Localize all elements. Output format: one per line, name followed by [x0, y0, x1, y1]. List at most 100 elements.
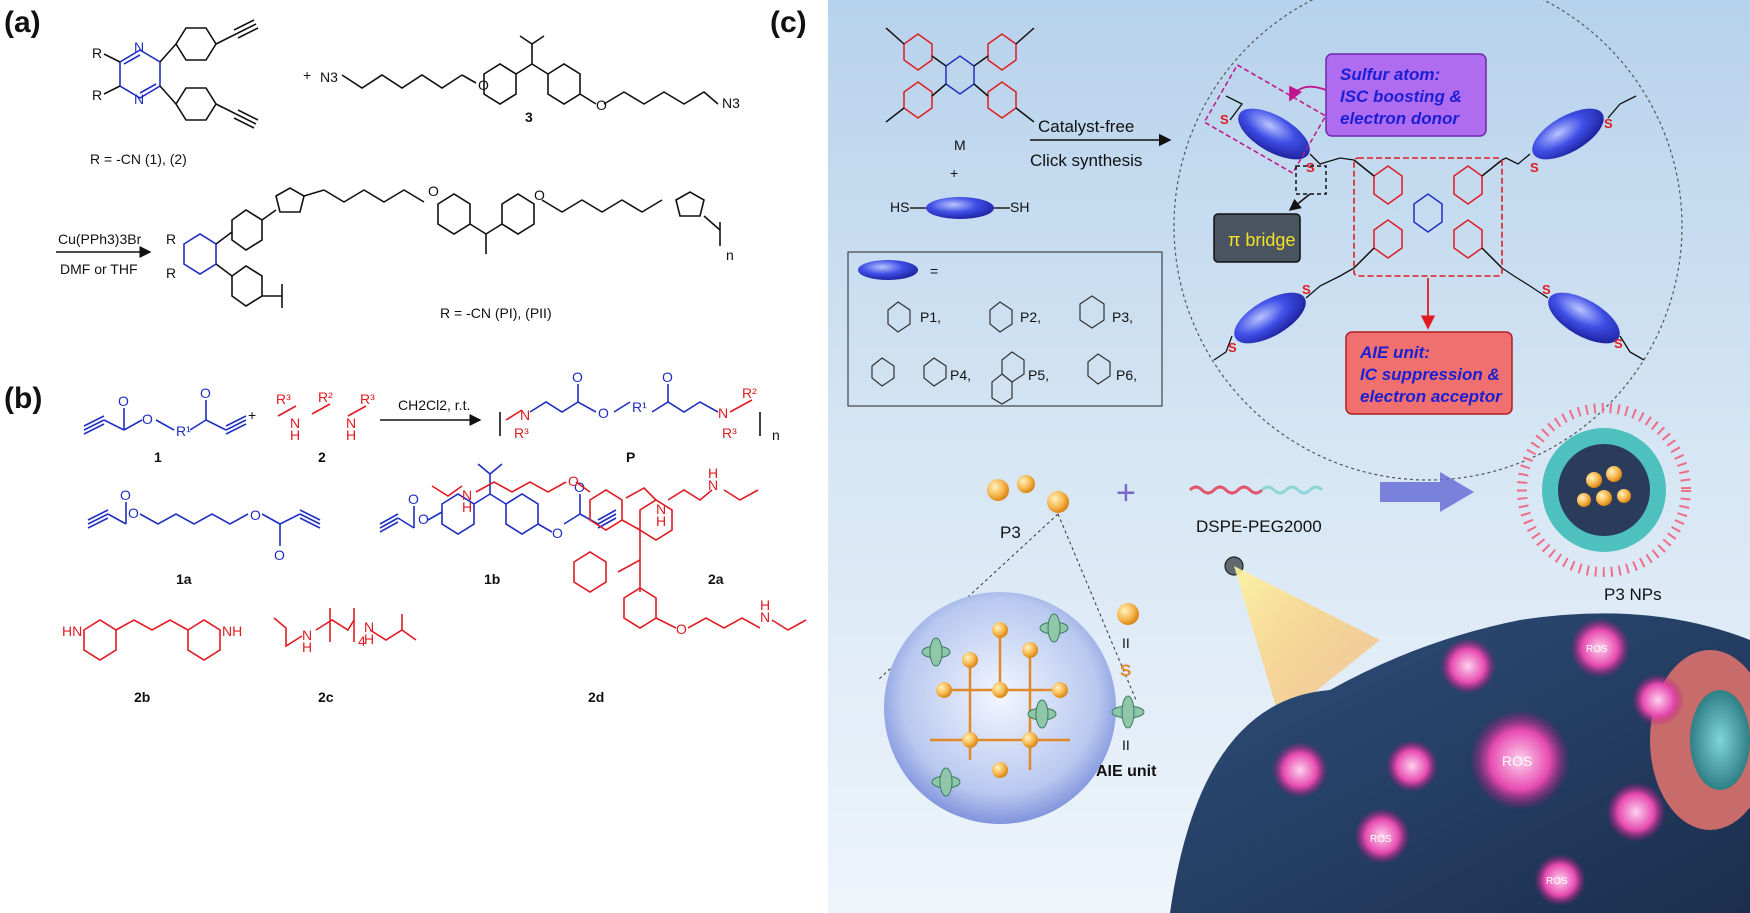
svg-text:N: N [290, 415, 300, 431]
p3-nanoparticle [1517, 403, 1691, 577]
svg-text:S: S [1614, 336, 1623, 351]
svg-text:O: O [418, 511, 429, 527]
svg-text:O: O [142, 411, 153, 427]
legend-box [847, 251, 1163, 407]
svg-text:N: N [520, 407, 530, 423]
key-sphere [1117, 603, 1139, 625]
svg-text:S: S [1220, 112, 1229, 127]
diyne-1-structure [83, 400, 247, 435]
svg-text:S: S [1302, 282, 1311, 297]
solvent-label: DMF or THF [60, 261, 138, 277]
monomer-1-2-structure [103, 19, 259, 129]
compound-2d-structure [431, 481, 807, 631]
compound-p-label: P [626, 449, 635, 465]
svg-text:SH: SH [1010, 199, 1029, 215]
aie-box-line1: AIE unit: [1359, 343, 1430, 362]
svg-text:O: O [120, 487, 131, 503]
svg-text:N: N [708, 477, 718, 493]
compound-1a-label: 1a [176, 571, 192, 587]
arrow-label-bottom: Click synthesis [1030, 151, 1142, 170]
compound-2a-structure [625, 487, 759, 501]
monomer-m-structure [885, 27, 1035, 123]
svg-text:H: H [708, 465, 718, 481]
dspe-peg-chain [1188, 485, 1324, 495]
legend-p3: P3, [1112, 309, 1133, 325]
ros-label-2: ROS [1370, 834, 1392, 845]
repeat-n-b: n [772, 427, 780, 443]
svg-text:S: S [1542, 282, 1551, 297]
legend-equals: = [930, 263, 938, 279]
svg-text:O: O [118, 393, 129, 409]
ros-label-3: ROS [1546, 876, 1568, 887]
svg-text:S: S [1228, 340, 1237, 355]
legend-p6: P6, [1116, 367, 1137, 383]
svg-text:N: N [302, 627, 312, 643]
catalyst-label: Cu(PPh3)3Br [58, 231, 142, 247]
plus-sign-c: + [950, 165, 958, 181]
svg-text:H: H [656, 513, 666, 529]
plus-sign-a: + [303, 67, 311, 83]
svg-text:HS: HS [890, 199, 909, 215]
svg-text:H: H [290, 427, 300, 443]
p3-label: P3 [1000, 523, 1021, 542]
pi-bridge-label: π bridge [1228, 230, 1295, 250]
svg-text:O: O [598, 405, 609, 421]
svg-text:R¹: R¹ [632, 399, 647, 415]
svg-text:O: O [428, 183, 439, 199]
key-equals-2: II [1122, 737, 1130, 753]
svg-text:O: O [596, 97, 607, 113]
diamine-2-structure [277, 403, 367, 417]
polymer-pi-pii-structure [183, 187, 721, 308]
aie-units [921, 613, 1069, 797]
svg-text:R¹: R¹ [176, 423, 191, 439]
compound-2c-structure [273, 608, 417, 648]
p3-spheres [987, 475, 1069, 513]
plus-sign-b: + [248, 407, 256, 423]
legend-p2: P2, [1020, 309, 1041, 325]
sulfur-box-line2: ISC boosting & [1340, 87, 1462, 106]
monomer-3-structure [341, 35, 719, 105]
svg-text:R: R [166, 265, 176, 281]
p3-nps-label: P3 NPs [1604, 585, 1662, 604]
svg-text:O: O [200, 385, 211, 401]
svg-text:S: S [1306, 160, 1315, 175]
legend-structures [871, 295, 1111, 405]
compound-2d-label: 2d [588, 689, 604, 705]
sulfur-box-line1: Sulfur atom: [1340, 65, 1440, 84]
key-equals-1: II [1122, 635, 1130, 651]
svg-text:NH: NH [222, 623, 242, 639]
repeat-n-a: n [726, 247, 734, 263]
plus-sign-c2: + [1116, 474, 1136, 512]
svg-text:O: O [572, 369, 583, 385]
azide-right: N3 [722, 95, 740, 111]
svg-text:S: S [1530, 160, 1539, 175]
ros-label-main: ROS [1502, 753, 1532, 769]
svg-text:O: O [676, 621, 687, 637]
svg-text:O: O [250, 507, 261, 523]
svg-text:H: H [760, 597, 770, 613]
key-aie-label: AIE unit [1096, 763, 1157, 780]
legend-ellipse [858, 260, 918, 280]
svg-text:R²: R² [742, 385, 757, 401]
svg-text:O: O [552, 525, 563, 541]
compound-2a-label: 2a [708, 571, 724, 587]
svg-text:N: N [462, 487, 472, 503]
svg-text:N: N [134, 91, 144, 107]
compound-1a-structure [87, 502, 321, 546]
svg-text:N: N [718, 405, 728, 421]
svg-text:HN: HN [62, 623, 82, 639]
key-s-label: S [1120, 661, 1131, 680]
compound-2b-label: 2b [134, 689, 150, 705]
svg-text:O: O [274, 547, 285, 563]
arrow-label-top: Catalyst-free [1038, 117, 1134, 136]
r-groups-label: R = -CN (1), (2) [90, 151, 187, 167]
nucleus [1690, 690, 1750, 790]
aie-box-line3: electron acceptor [1360, 387, 1503, 406]
pi-bridge-box [1213, 213, 1301, 263]
svg-text:O: O [408, 491, 419, 507]
polymer-p-structure [499, 384, 761, 436]
compound-1b-structure [379, 463, 617, 535]
svg-text:H: H [302, 639, 312, 655]
legend-p5: P5, [1028, 367, 1049, 383]
